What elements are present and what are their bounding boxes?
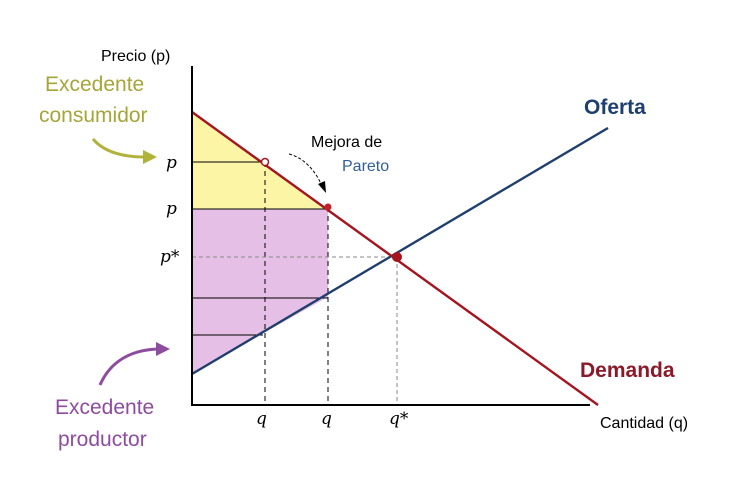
y-tick-p-high: p [166,153,177,173]
x-tick-q2: q [321,409,332,429]
demand-label: Demanda [580,359,675,382]
point-q1 [260,157,270,167]
x-axis-title: Cantidad (q) [600,415,688,432]
pareto-label-line1: Mejora de [311,134,382,151]
supply-curve [191,126,609,376]
producer-surplus-label-line2: productor [58,428,147,451]
y-tick-p-star: p* [160,247,180,267]
pareto-label-line2: Pareto [342,158,389,175]
equilibrium-point [392,252,402,262]
consumer-surplus-arrow [91,137,146,159]
producer-surplus-arrow [98,347,159,386]
producer-surplus-label-line1: Excedente [55,396,154,419]
x-tick-q1: q [256,409,267,429]
producer-surplus-arrowhead [156,342,170,356]
pareto-arrow [288,153,323,187]
pareto-arrowhead [318,181,326,193]
consumer-surplus-arrowhead [143,150,157,164]
x-tick-q-star: q* [389,409,409,429]
producer-surplus-area [192,209,328,373]
y-tick-p-mid: p [166,199,177,219]
consumer-surplus-label-line2: consumidor [39,104,148,127]
point-q2 [324,203,332,211]
y-axis-title: Precio (p) [101,48,170,65]
supply-label: Oferta [584,96,646,119]
consumer-surplus-label-line1: Excedente [45,73,144,96]
